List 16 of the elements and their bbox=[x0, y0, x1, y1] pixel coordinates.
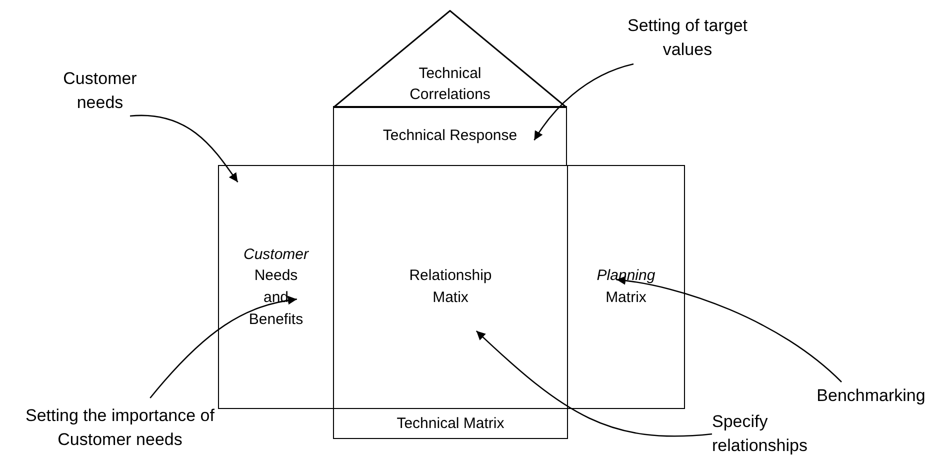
matrix-section bbox=[333, 408, 568, 439]
arrow bbox=[534, 63, 634, 141]
section-label: Technical Response bbox=[382, 126, 518, 146]
matrix-section bbox=[567, 165, 685, 409]
section-label: Relationship Matix bbox=[409, 266, 492, 308]
section-label: Technical Matrix bbox=[396, 414, 504, 434]
arrow bbox=[476, 330, 712, 437]
arrow bbox=[130, 114, 238, 182]
matrix-section bbox=[333, 106, 567, 166]
arrow bbox=[616, 276, 842, 382]
annotation-text: Setting the importance of Customer needs bbox=[4, 398, 236, 458]
matrix-section bbox=[218, 165, 334, 409]
annotation-text: Customer needs bbox=[40, 66, 160, 116]
arrow bbox=[150, 296, 297, 398]
section-label: Technical Correlations bbox=[410, 64, 490, 106]
annotation-text: Setting of target values bbox=[620, 12, 755, 64]
